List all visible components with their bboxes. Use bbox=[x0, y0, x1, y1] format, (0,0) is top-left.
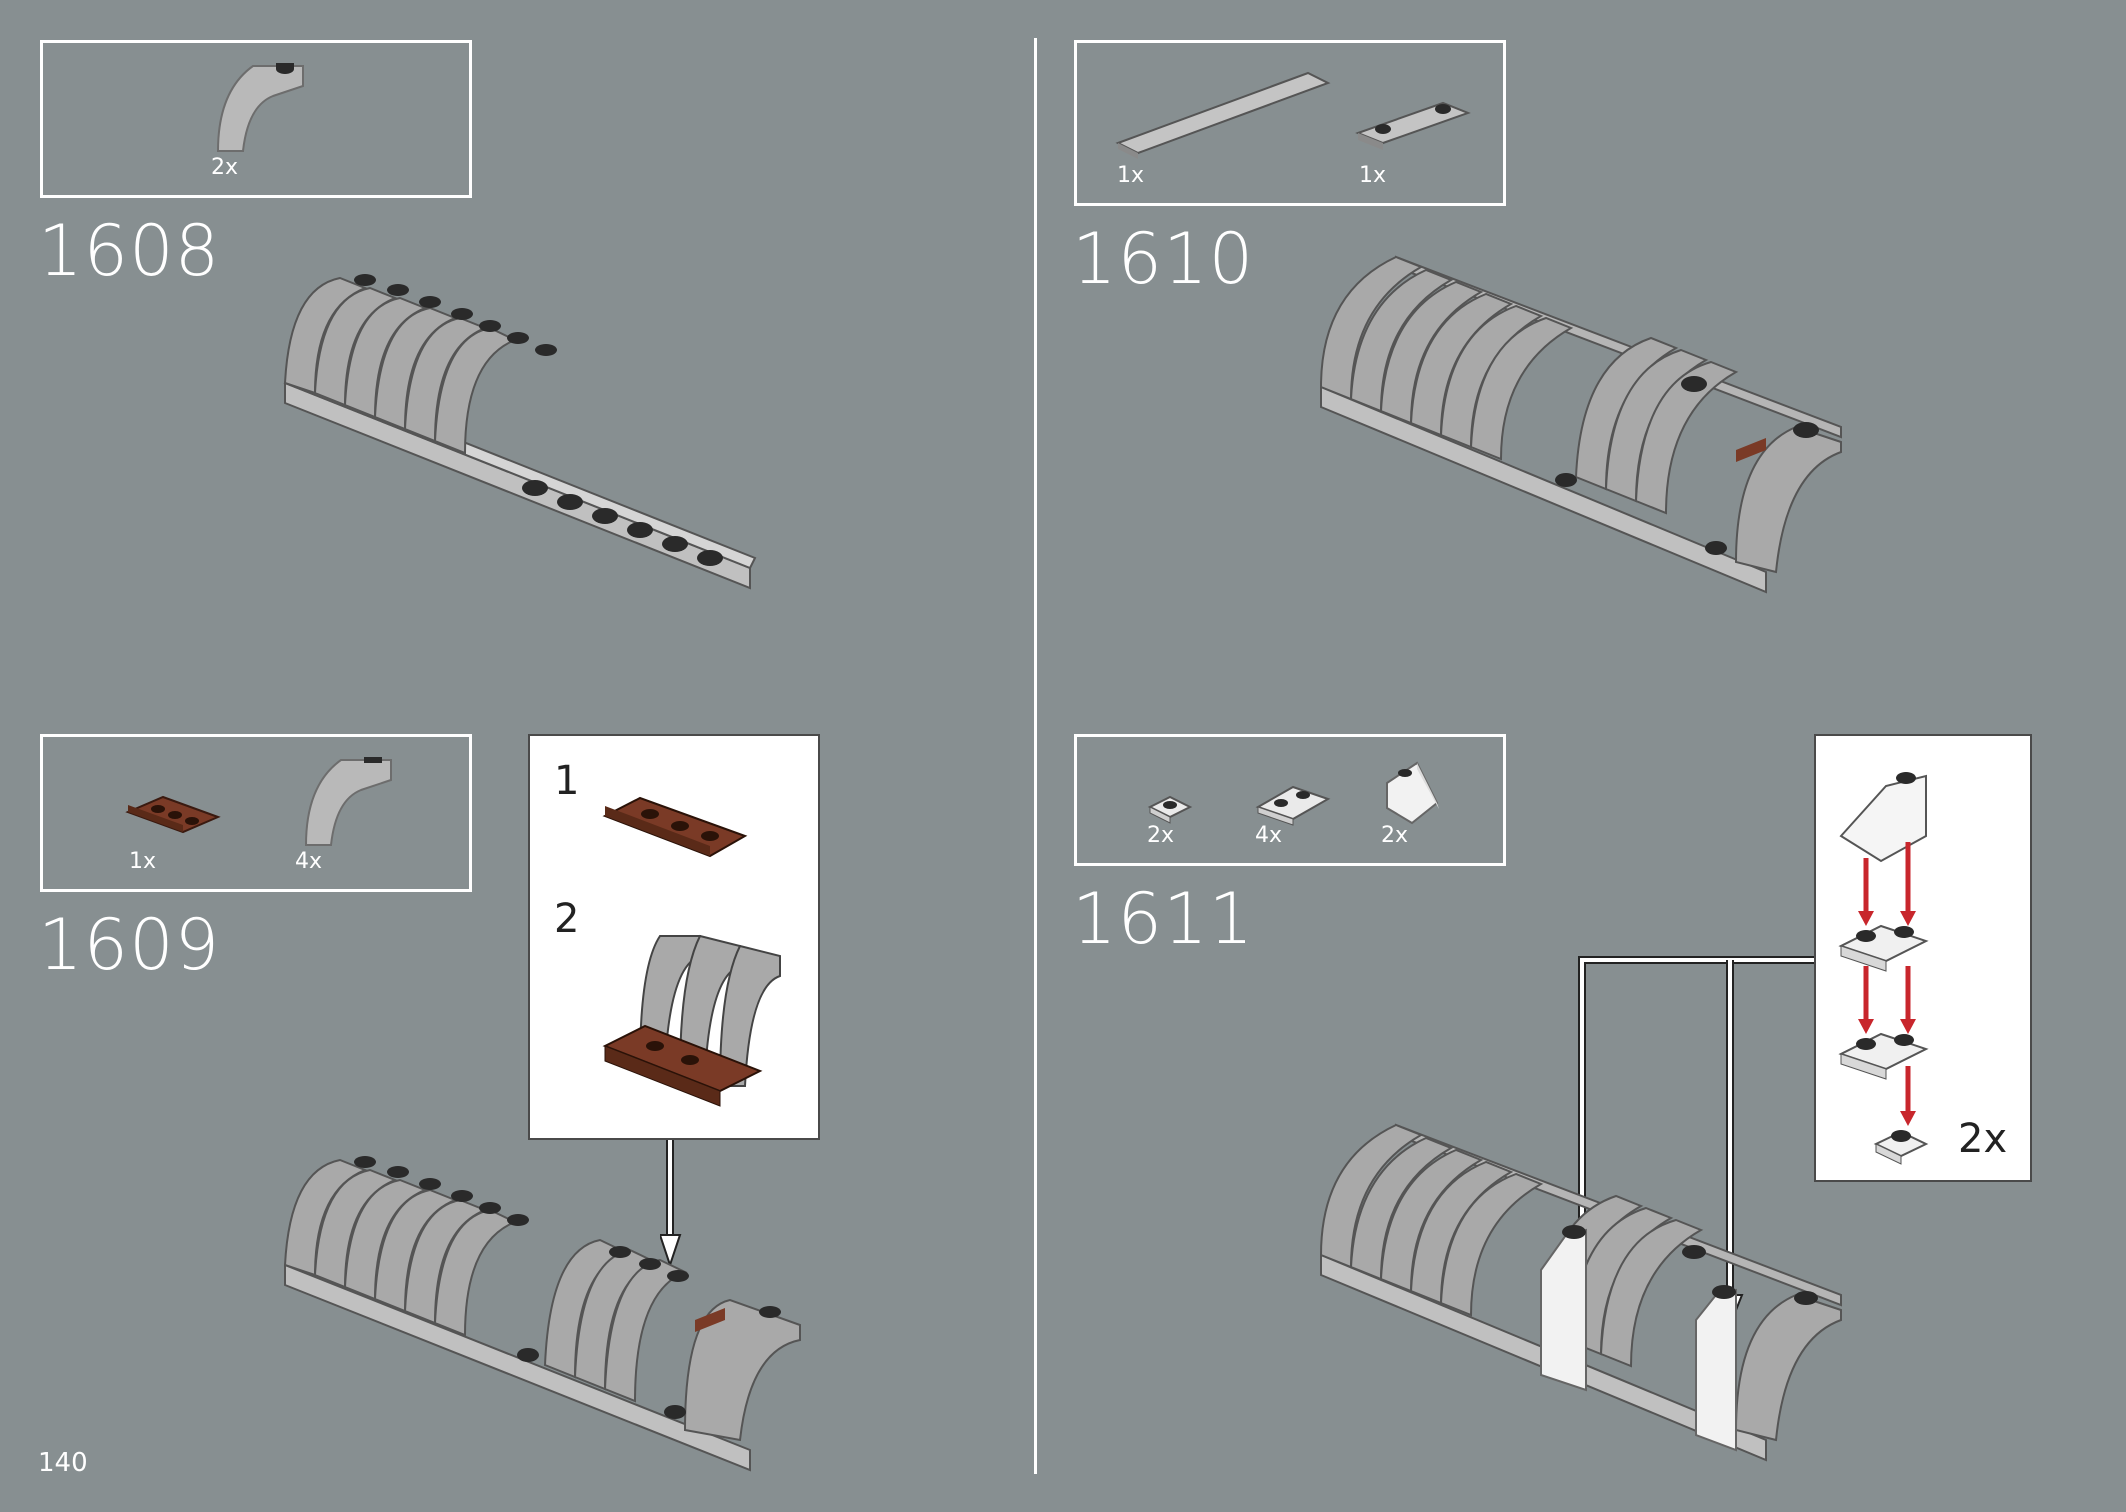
parts-list-1611: 2x 4x 2x bbox=[1074, 734, 1506, 866]
brown-plate-assembly-icon bbox=[602, 796, 748, 858]
curved-slope-icon bbox=[304, 757, 392, 846]
part-qty: 2x bbox=[1147, 823, 1175, 848]
jumper-plate-icon bbox=[1355, 101, 1471, 150]
parts-list-1608: 2x bbox=[40, 40, 472, 198]
sub-assembly-callout-1609: 1 2 bbox=[528, 734, 820, 1140]
sub-assembly-callout-1611: 2x bbox=[1814, 734, 2032, 1182]
long-tile-icon bbox=[1115, 71, 1331, 159]
step-number-1610: 1610 bbox=[1072, 218, 1255, 300]
part-qty: 1x bbox=[1117, 163, 1145, 188]
part-qty: 1x bbox=[129, 849, 157, 874]
curved-slope-icon bbox=[216, 63, 304, 152]
model-step-1610 bbox=[1319, 255, 1842, 594]
trans-slope-icon bbox=[1386, 761, 1439, 825]
part-qty: 4x bbox=[295, 849, 323, 874]
parts-list-1609: 1x 4x bbox=[40, 734, 472, 892]
page-divider bbox=[1034, 38, 1037, 1474]
trans-plate-1x1-icon bbox=[1147, 795, 1193, 824]
part-qty: 1x bbox=[1359, 163, 1387, 188]
step-number-1608: 1608 bbox=[38, 210, 221, 292]
sub-step-number: 1 bbox=[554, 758, 580, 804]
model-step-1609 bbox=[283, 1156, 801, 1472]
part-qty: 2x bbox=[211, 155, 239, 180]
model-step-1608 bbox=[283, 274, 757, 590]
step-number-1609: 1609 bbox=[38, 904, 221, 986]
callout-multiplier: 2x bbox=[1958, 1116, 2008, 1162]
model-step-1611 bbox=[1319, 1123, 1842, 1462]
callout-connector bbox=[1570, 956, 1814, 1328]
parts-list-1610: 1x 1x bbox=[1074, 40, 1506, 206]
part-qty: 4x bbox=[1255, 823, 1283, 848]
step-number-1611: 1611 bbox=[1072, 878, 1255, 960]
callout-arrow bbox=[660, 1140, 682, 1269]
brown-plate-1x3-icon bbox=[125, 795, 221, 834]
trans-plate-1x2-icon bbox=[1255, 785, 1331, 826]
curved-slope-assembly-icon bbox=[602, 934, 781, 1107]
stack-assembly-icon bbox=[1838, 772, 1929, 1165]
sub-step-number: 2 bbox=[554, 896, 580, 942]
page-number: 140 bbox=[38, 1448, 88, 1478]
part-qty: 2x bbox=[1381, 823, 1409, 848]
